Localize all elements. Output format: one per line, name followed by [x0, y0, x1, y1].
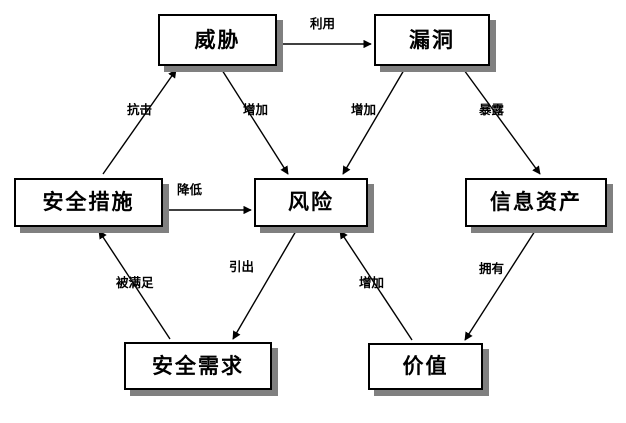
node-threat[interactable]: 威胁	[158, 14, 277, 66]
edge-vuln-to-risk	[342, 69, 405, 175]
edge-label-counter: 抗击	[127, 102, 153, 117]
node-vulnerability[interactable]: 漏洞	[374, 14, 490, 66]
edge-label-satisfied-by: 被满足	[116, 275, 154, 290]
edge-label-increase-value-risk: 增加	[359, 275, 385, 290]
edge-value-to-risk	[339, 230, 413, 341]
node-information-asset[interactable]: 信息资产	[465, 178, 607, 227]
edge-label-exploit: 利用	[310, 16, 336, 31]
edge-label-reduce: 降低	[177, 182, 203, 197]
edge-label-increase-vuln-risk: 增加	[351, 102, 377, 117]
node-security-requirement[interactable]: 安全需求	[124, 342, 272, 390]
node-value-label: 价值	[402, 354, 449, 378]
edge-label-increase-threat-risk: 增加	[243, 102, 269, 117]
edge-threat-to-risk	[221, 69, 289, 175]
node-security-control[interactable]: 安全措施	[14, 178, 163, 227]
edge-control-to-threat	[102, 69, 177, 175]
node-risk-label: 风险	[288, 190, 334, 214]
node-threat-label: 威胁	[194, 27, 241, 52]
edge-requirement-to-control	[98, 230, 171, 340]
node-value[interactable]: 价值	[368, 343, 483, 390]
node-vulnerability-label: 漏洞	[409, 27, 455, 52]
edge-vuln-to-asset	[463, 69, 541, 175]
node-security-requirement-label: 安全需求	[152, 353, 244, 378]
node-information-asset-label: 信息资产	[490, 190, 582, 214]
edge-label-derive: 引出	[229, 259, 255, 274]
edge-label-expose: 暴露	[479, 102, 505, 117]
edge-risk-to-requirement	[232, 230, 297, 340]
node-security-control-label: 安全措施	[42, 190, 135, 214]
edge-asset-to-value	[464, 230, 536, 341]
edge-label-own: 拥有	[479, 261, 505, 276]
node-risk[interactable]: 风险	[254, 178, 368, 227]
